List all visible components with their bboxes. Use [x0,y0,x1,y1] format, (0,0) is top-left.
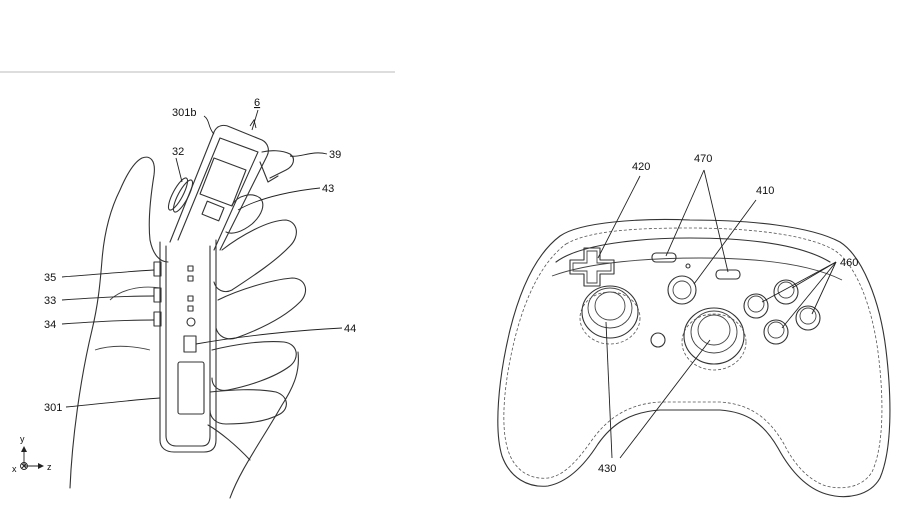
label-33: 33 [44,295,56,307]
label-470: 470 [694,153,712,165]
controller-body [497,218,891,498]
label-301: 301 [44,402,62,414]
left-analog-stick [579,285,641,345]
label-34: 34 [44,319,56,331]
left-figure-hand-device: 301b 6 32 39 43 35 33 34 44 301 y x z [12,97,356,499]
hand-outline [69,156,307,499]
coordinate-axes: y x z [12,434,52,474]
label-35: 35 [44,272,56,284]
axis-x-label: x [12,464,17,474]
right-figure-game-controller: 420 470 410 460 430 [497,153,891,498]
label-39: 39 [329,149,341,161]
center-small-button [650,332,666,348]
start-button [715,269,741,280]
label-6: 6 [254,97,260,109]
left-leader-lines [61,109,343,408]
label-460: 460 [840,257,858,269]
axis-z-label: z [47,462,52,472]
label-420: 420 [632,161,650,173]
label-44: 44 [344,323,356,335]
label-301b: 301b [172,107,196,119]
label-43: 43 [322,183,334,195]
home-button [667,275,697,305]
face-buttons [743,279,821,345]
attached-unit [167,124,295,251]
dpad [569,247,615,287]
label-32: 32 [172,146,184,158]
label-410: 410 [756,185,774,197]
right-analog-stick [681,307,747,371]
device-body [153,239,217,453]
small-indicator [685,263,691,269]
label-430: 430 [598,463,616,475]
axis-y-label: y [20,434,25,444]
select-button [651,252,677,263]
right-leader-lines [597,169,837,459]
